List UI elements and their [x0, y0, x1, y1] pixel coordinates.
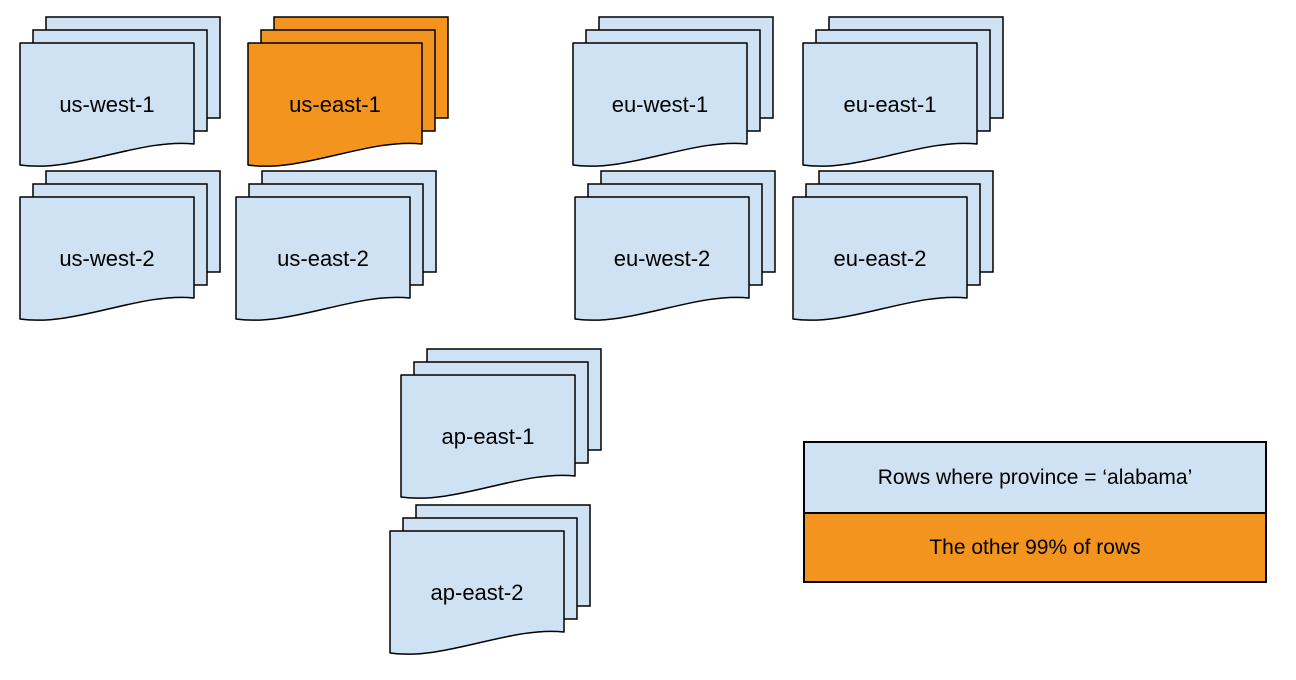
region-stack-eu-west-1: eu-west-1	[572, 16, 774, 167]
region-label: us-west-1	[59, 92, 154, 117]
legend-item-other-rows: The other 99% of rows	[805, 512, 1265, 581]
region-stack-us-west-2: us-west-2	[19, 170, 221, 321]
document-sheet-front	[19, 42, 195, 167]
region-stack-ap-east-2: ap-east-2	[389, 504, 591, 655]
region-stack-eu-east-1: eu-east-1	[802, 16, 1004, 167]
region-stack-eu-west-2: eu-west-2	[574, 170, 776, 321]
legend-item-label: The other 99% of rows	[929, 535, 1141, 559]
region-stack-us-east-1: us-east-1	[247, 16, 449, 167]
region-label: eu-west-2	[614, 246, 711, 271]
document-sheet-front	[574, 196, 750, 321]
document-sheet-front	[792, 196, 968, 321]
region-stack-us-west-1: us-west-1	[19, 16, 221, 167]
document-sheet-front	[247, 42, 423, 167]
region-label: us-west-2	[59, 246, 154, 271]
legend: Rows where province = ‘alabama’ The other…	[803, 441, 1267, 583]
legend-item-alabama-rows: Rows where province = ‘alabama’	[805, 443, 1265, 512]
region-stack-ap-east-1: ap-east-1	[400, 348, 602, 499]
document-sheet-front	[389, 530, 565, 655]
region-label: us-east-2	[277, 246, 369, 271]
region-label: eu-west-1	[612, 92, 709, 117]
region-label: ap-east-1	[442, 424, 535, 449]
document-sheet-front	[235, 196, 411, 321]
region-stack-us-east-2: us-east-2	[235, 170, 437, 321]
legend-item-label: Rows where province = ‘alabama’	[877, 465, 1193, 489]
region-label: us-east-1	[289, 92, 381, 117]
region-label: eu-east-1	[844, 92, 937, 117]
document-sheet-front	[802, 42, 978, 167]
document-sheet-front	[572, 42, 748, 167]
region-label: eu-east-2	[834, 246, 927, 271]
document-sheet-front	[400, 374, 576, 499]
region-stack-eu-east-2: eu-east-2	[792, 170, 994, 321]
region-label: ap-east-2	[431, 580, 524, 605]
document-sheet-front	[19, 196, 195, 321]
